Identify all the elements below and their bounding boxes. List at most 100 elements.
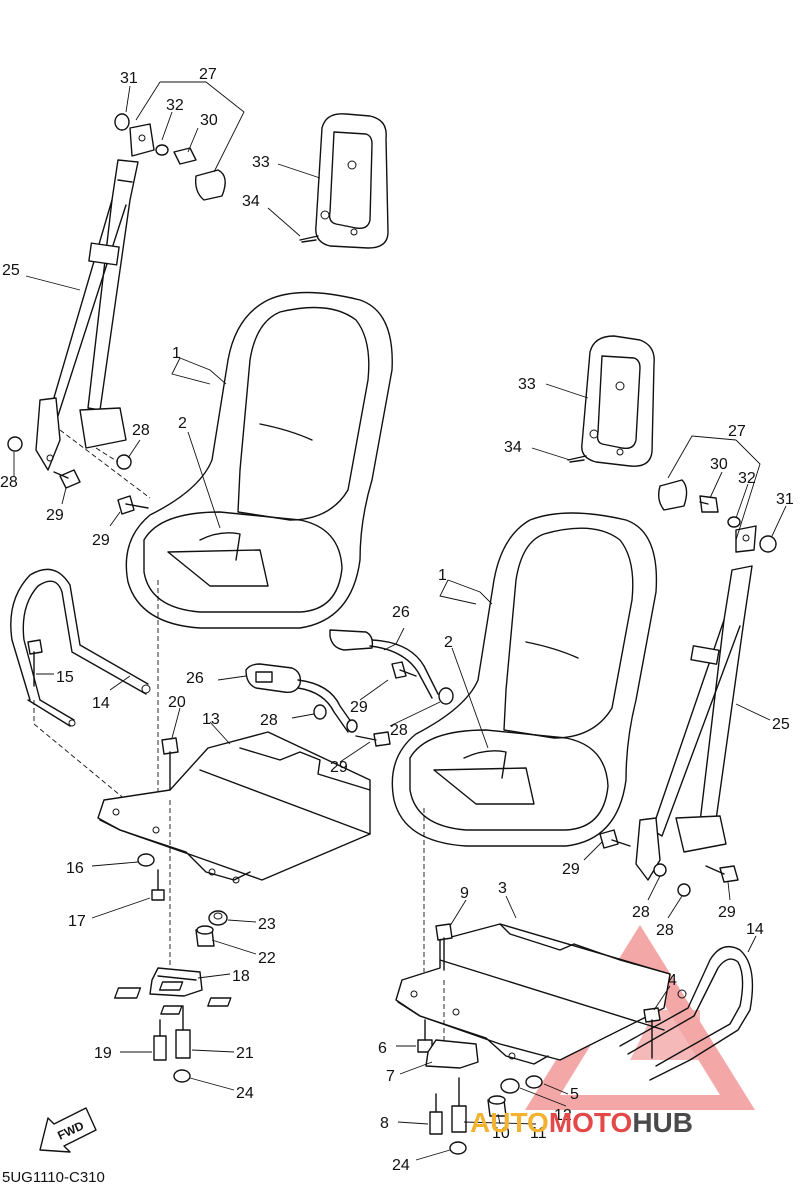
bracket-7 (425, 1039, 479, 1069)
callout-28b: 28 (0, 474, 18, 491)
part-code: 5UG1110-C310 (2, 1169, 105, 1186)
callout-4: 4 (668, 972, 677, 989)
nut-24-left (173, 1069, 191, 1083)
callout-29a: 29 (46, 507, 64, 524)
callout-25b: 25 (772, 716, 790, 733)
callout-17: 17 (68, 913, 86, 930)
callout-20: 20 (168, 694, 186, 711)
callout-29f: 29 (718, 904, 736, 921)
callout-24a: 24 (236, 1085, 254, 1102)
belt-bolts-right (599, 829, 739, 897)
belt-anchor-left (114, 113, 226, 201)
callout-11: 11 (530, 1125, 547, 1142)
callout-32a: 32 (166, 97, 184, 114)
bolt-20 (161, 737, 179, 791)
callout-12: 12 (554, 1107, 572, 1124)
buckle-right (329, 629, 439, 699)
callout-30b: 30 (710, 456, 728, 473)
callout-26a: 26 (186, 670, 204, 687)
grab-bar-left (10, 568, 151, 727)
callout-21: 21 (236, 1045, 254, 1062)
callout-2a: 2 (178, 415, 187, 432)
buckle-bolts (313, 661, 454, 747)
callout-27b: 27 (728, 423, 746, 440)
callout-9: 9 (460, 885, 469, 902)
headrest-cover-left (315, 113, 389, 249)
bolt-15 (27, 639, 43, 687)
watermark-auto: AUTO (470, 1107, 549, 1138)
nut-5 (525, 1075, 543, 1089)
callout-29e: 29 (562, 861, 580, 878)
callout-2b: 2 (444, 634, 453, 651)
callout-10: 10 (492, 1125, 510, 1142)
callout-31b: 31 (776, 491, 794, 508)
grab-bar-right (619, 946, 754, 1081)
headrest-clip-right (567, 455, 587, 463)
callout-34a: 34 (242, 193, 260, 210)
callout-1a: 1 (172, 345, 181, 362)
callout-24b: 24 (392, 1157, 410, 1174)
bolt-6 (417, 1019, 433, 1053)
callout-28a: 28 (132, 422, 150, 439)
callout-28f: 28 (656, 922, 674, 939)
seat-belt-right (635, 565, 753, 881)
damper-10-12 (487, 1078, 520, 1117)
callout-23: 23 (258, 916, 276, 933)
belt-anchor-right (657, 479, 777, 553)
buckle-left (245, 663, 355, 733)
callout-28d: 28 (390, 722, 408, 739)
callout-18: 18 (232, 968, 250, 985)
callout-33a: 33 (252, 154, 270, 171)
watermark-moto: MOTO (549, 1107, 632, 1138)
callout-8: 8 (380, 1115, 389, 1132)
callout-13: 13 (202, 711, 220, 728)
nut-16 (137, 853, 155, 867)
callout-labels: 31 27 32 30 33 34 25 1 2 28 28 29 29 15 … (0, 66, 794, 1174)
callout-22: 22 (258, 950, 276, 967)
seat-belt-left (35, 159, 139, 471)
callout-15: 15 (56, 669, 74, 686)
callout-6: 6 (378, 1040, 387, 1057)
callout-30a: 30 (200, 112, 218, 129)
bolts-19-21 (153, 1005, 191, 1061)
callout-26b: 26 (392, 604, 410, 621)
callout-31a: 31 (120, 70, 138, 87)
svg-text:AUTOMOTOHUB: AUTOMOTOHUB (470, 1107, 693, 1138)
callout-27a: 27 (199, 66, 217, 83)
seat-base-right (114, 923, 671, 1065)
belt-bolts-left (7, 436, 149, 515)
callout-16: 16 (66, 860, 84, 877)
callout-5: 5 (570, 1086, 579, 1103)
nut-24-right (449, 1141, 467, 1155)
damper-22 (195, 925, 215, 947)
callout-25a: 25 (2, 262, 20, 279)
callout-1b: 1 (438, 567, 447, 584)
bolt-4 (643, 1007, 661, 1059)
callout-29d: 29 (330, 759, 348, 776)
headrest-cover-right (581, 335, 655, 467)
callout-3: 3 (498, 880, 507, 897)
seat-right (391, 512, 658, 847)
callout-32b: 32 (738, 470, 756, 487)
callout-34b: 34 (504, 439, 522, 456)
watermark-text: AUTOMOTOHUB (470, 1107, 693, 1138)
callout-14a: 14 (92, 695, 110, 712)
bolt-17 (151, 869, 165, 901)
leader-lines (13, 81, 787, 1161)
callout-19: 19 (94, 1045, 112, 1062)
callout-14b: 14 (746, 921, 764, 938)
callout-29b: 29 (92, 532, 110, 549)
bolt-9 (435, 923, 453, 971)
fwd-arrow-icon: FWD (39, 1107, 97, 1153)
callout-29c: 29 (350, 699, 368, 716)
callout-7: 7 (386, 1068, 395, 1085)
headrest-clip-left (299, 235, 319, 243)
watermark-hub: HUB (632, 1107, 693, 1138)
seat-base-left (97, 731, 371, 884)
bolts-8-11 (429, 1077, 467, 1135)
seat-left (125, 291, 393, 629)
callout-33b: 33 (518, 376, 536, 393)
callout-28e: 28 (632, 904, 650, 921)
damper-23 (208, 910, 228, 926)
